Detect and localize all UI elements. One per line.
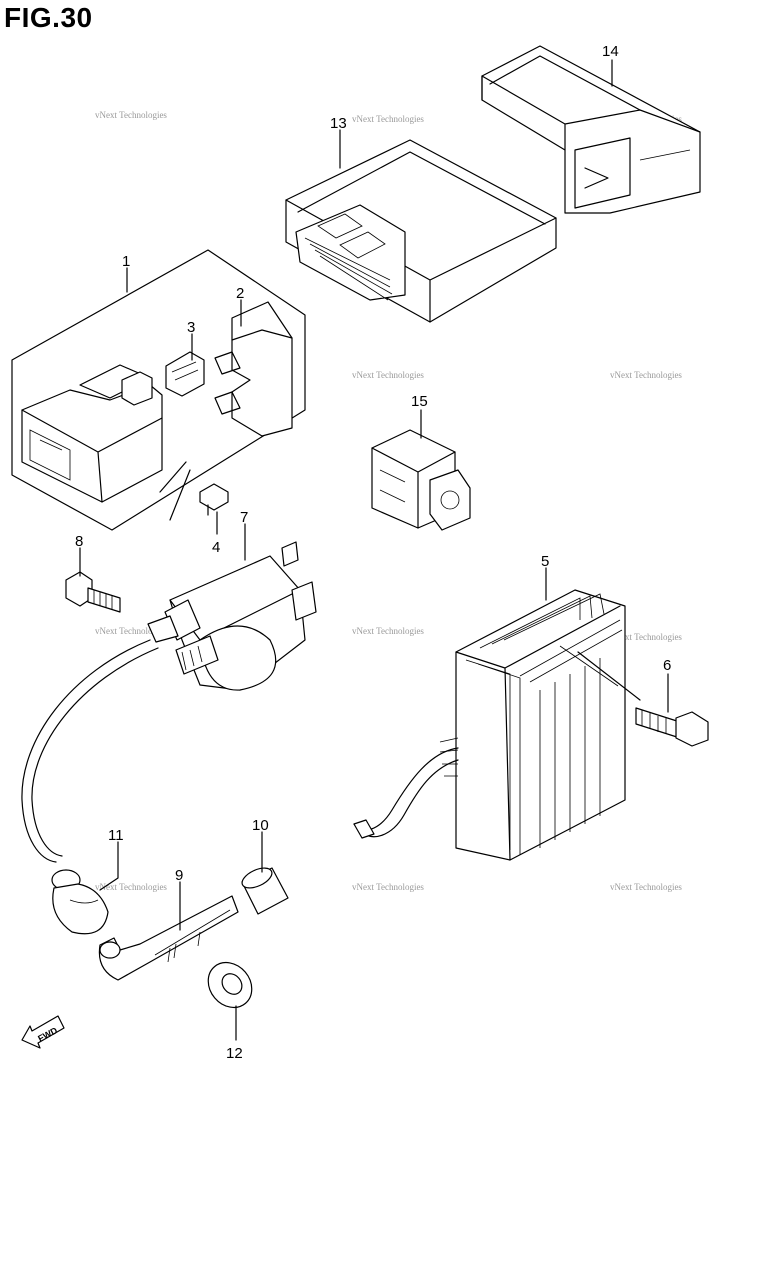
callout-10: 10	[252, 817, 269, 834]
part-14-cover	[481, 45, 701, 214]
watermark-5: vNext Technologies	[610, 370, 682, 380]
part-3-fuse	[165, 351, 205, 397]
part-13-ecm	[285, 139, 557, 323]
part-4-bolt	[159, 461, 229, 521]
watermark-2: vNext Technologies	[352, 114, 424, 124]
part-7-ignition-coil	[21, 541, 317, 863]
part-6-bolt	[577, 651, 709, 747]
watermark-1: vNext Technologies	[95, 110, 167, 120]
part-11-plug-cap	[51, 869, 109, 935]
callouts: 1 2 3 4 5 6 7 8 9 10 11 12 13 14 15	[75, 43, 671, 1062]
callout-13: 13	[330, 115, 347, 132]
callout-15: 15	[411, 393, 428, 410]
callout-8: 8	[75, 533, 83, 550]
watermark-6: vNext Technologies	[95, 626, 167, 636]
figure-title: FIG.30	[4, 2, 93, 33]
watermark-9: vNext Technologies	[95, 882, 167, 892]
callout-1: 1	[122, 253, 130, 270]
callout-12: 12	[226, 1045, 243, 1062]
part-2-cover	[214, 301, 293, 437]
callout-6: 6	[663, 657, 671, 674]
watermark-4: vNext Technologies	[352, 370, 424, 380]
callout-2: 2	[236, 285, 244, 302]
watermark-10: vNext Technologies	[352, 882, 424, 892]
leader-lines	[79, 59, 669, 1041]
callout-9: 9	[175, 867, 183, 884]
fwd-arrow-icon: FWD	[21, 1015, 65, 1049]
watermark-8: vNext Technologies	[610, 632, 682, 642]
part-8-bolt	[65, 571, 121, 613]
callout-4: 4	[212, 539, 220, 556]
part-15-connector	[371, 429, 471, 531]
part-10-ring	[241, 867, 289, 915]
watermark-7: vNext Technologies	[352, 626, 424, 636]
part-9-plug-lead	[98, 895, 239, 981]
callout-11: 11	[108, 827, 124, 844]
part-5-regulator	[353, 589, 626, 861]
part-1-relay-assembly	[11, 249, 306, 531]
callout-5: 5	[541, 553, 549, 570]
part-12-washer	[207, 961, 253, 1009]
callout-14: 14	[602, 43, 619, 60]
callout-7: 7	[240, 509, 248, 526]
callout-3: 3	[187, 319, 195, 336]
watermark-11: vNext Technologies	[610, 882, 682, 892]
